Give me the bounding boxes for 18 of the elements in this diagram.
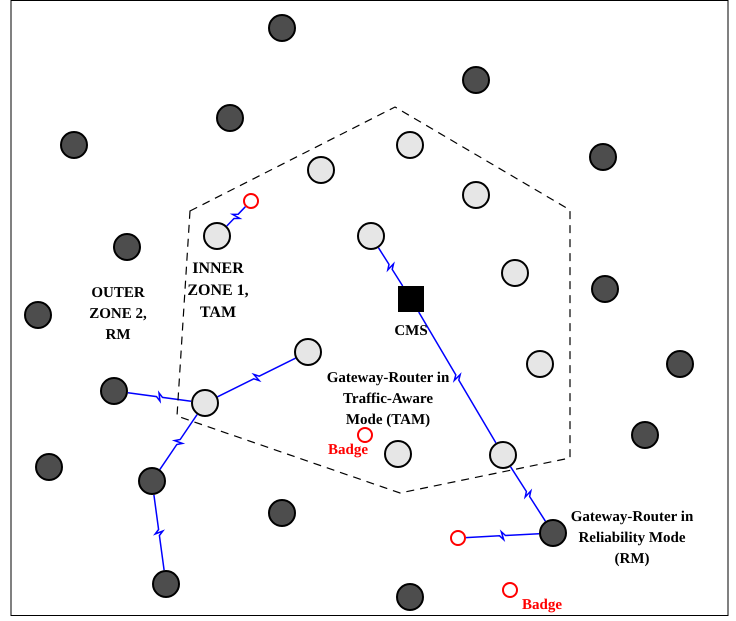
wireless-link <box>418 312 497 444</box>
wireless-link <box>510 466 546 522</box>
wireless-link <box>378 247 404 286</box>
badge-label: Badge <box>520 596 563 615</box>
wireless-link <box>128 390 192 404</box>
zone-label: OUTER ZONE 2, RM <box>88 284 148 345</box>
wireless-link <box>226 206 246 227</box>
badge-label: Badge <box>326 441 369 460</box>
wireless-link <box>466 529 540 542</box>
zone-boundary <box>177 105 570 493</box>
zone-label: Gateway-Router in Traffic-Aware Mode (TAM) <box>326 369 450 430</box>
cms-square <box>398 286 424 312</box>
node-caption: CMS <box>393 322 429 341</box>
zone-label: INNER ZONE 1, TAM <box>186 259 250 323</box>
node-caption: Gateway-Router in Reliability Mode (RM) <box>570 508 694 569</box>
wireless-link <box>153 494 165 570</box>
wireless-link <box>217 358 296 398</box>
wireless-link <box>159 414 198 470</box>
